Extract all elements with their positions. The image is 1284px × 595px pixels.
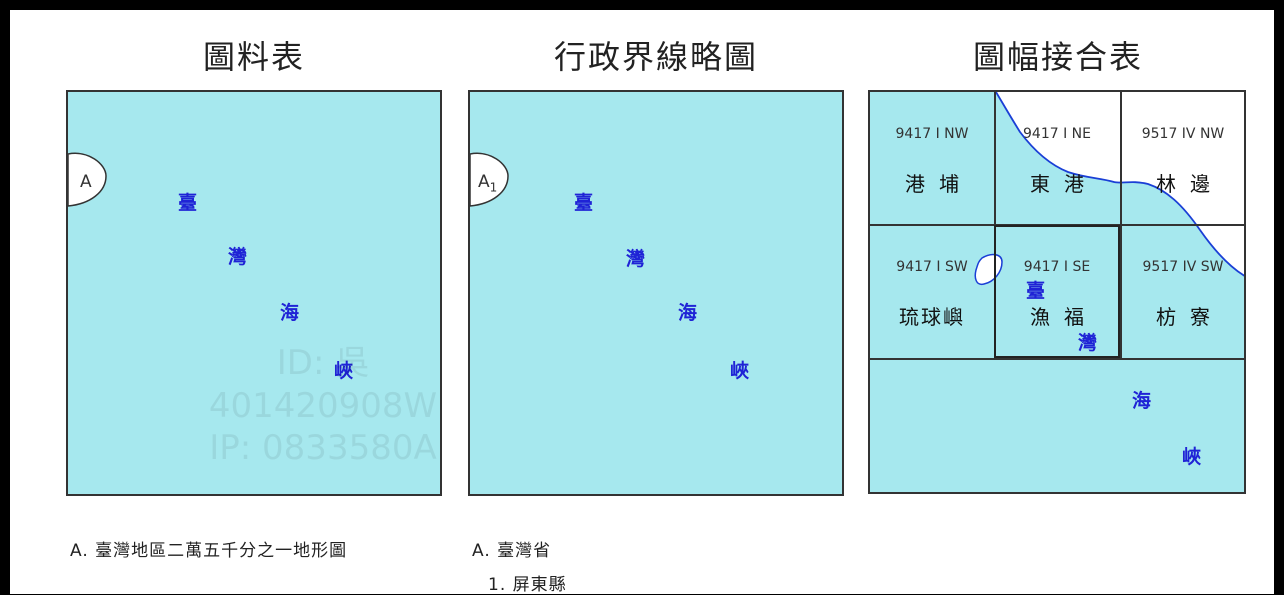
- admin-boundary-title: 行政界線略圖: [553, 38, 758, 76]
- grid-line-h1: [870, 224, 1244, 226]
- strait-char-1: 臺: [574, 192, 594, 214]
- sheet-name: 枋寮: [1156, 305, 1224, 329]
- sheet-cell-5: 9417 I SE 漁福: [994, 225, 1120, 358]
- strait-char-1: 臺: [178, 192, 198, 214]
- sheet-code: 9517 IV NW: [1141, 126, 1225, 142]
- admin-caption-a: A. 臺灣省: [472, 541, 552, 561]
- sheet-cell-3: 9517 IV NW 林邊: [1120, 92, 1244, 224]
- land-area-a1: [470, 152, 509, 207]
- map-sheet: 圖料表 行政界線略圖 圖幅接合表 A 臺 灣 海 峽 ID: 吳 4014209…: [10, 10, 1274, 595]
- sheet-code: 9417 I SW: [896, 259, 968, 275]
- sheet-code: 9517 IV SW: [1142, 259, 1224, 275]
- coastline: [995, 92, 1244, 277]
- sheet-name: 琉球嶼: [899, 305, 965, 329]
- grid-line-h2: [870, 358, 1244, 360]
- sheet-cell-4: 9417 I SW 琉球嶼: [870, 225, 994, 358]
- grid-line-v2: [1120, 92, 1122, 358]
- admin-boundary-svg: [470, 152, 509, 207]
- sheet-index-panel: 9417 I NW 港埔 9417 I NE 東港 9517 IV NW 林邊 …: [868, 90, 1246, 494]
- land-mainland: [996, 92, 1244, 276]
- sheet-index-title: 圖幅接合表: [972, 38, 1143, 76]
- admin-boundary-panel: A1 臺 灣 海 峽: [468, 90, 844, 496]
- strait-char-2: 灣: [626, 248, 646, 270]
- strait-char-4: 峽: [730, 360, 750, 382]
- strait-char-4: 峽: [334, 360, 354, 382]
- sheet-cell-2: 9417 I NE 東港: [994, 92, 1120, 224]
- strait-char-1: 臺: [1026, 280, 1046, 302]
- legend-caption-a: A. 臺灣地區二萬五千分之一地形圖: [70, 541, 348, 561]
- sheet-name: 林邊: [1156, 172, 1224, 196]
- map-data-svg: [68, 152, 107, 207]
- current-sheet-frame: [994, 225, 1120, 358]
- area-marker-a1: A1: [478, 172, 498, 195]
- sheet-name: 漁福: [1030, 305, 1098, 329]
- strait-char-3: 海: [280, 302, 300, 324]
- map-data-title: 圖料表: [202, 38, 305, 76]
- strait-char-2: 灣: [228, 246, 248, 268]
- sheet-code: 9417 I NW: [895, 126, 969, 142]
- sheet-name: 港埔: [905, 172, 973, 196]
- strait-char-2: 灣: [1078, 332, 1098, 354]
- sheet-code: 9417 I NE: [1023, 126, 1091, 142]
- strait-char-3: 海: [1132, 390, 1152, 412]
- strait-char-4: 峽: [1182, 446, 1202, 468]
- admin-caption-1: 1. 屏東縣: [488, 575, 567, 595]
- map-data-panel: A 臺 灣 海 峽 ID: 吳 401420908W IP: 0833580A: [66, 90, 442, 496]
- area-marker-a: A: [80, 172, 92, 192]
- sheet-name: 東港: [1030, 172, 1098, 196]
- strait-char-3: 海: [678, 302, 698, 324]
- sheet-code: 9417 I SE: [1023, 259, 1091, 275]
- sheet-cell-1: 9417 I NW 港埔: [870, 92, 994, 224]
- land-area-a: [68, 152, 107, 207]
- sheet-cell-6: 9517 IV SW 枋寮: [1120, 225, 1244, 358]
